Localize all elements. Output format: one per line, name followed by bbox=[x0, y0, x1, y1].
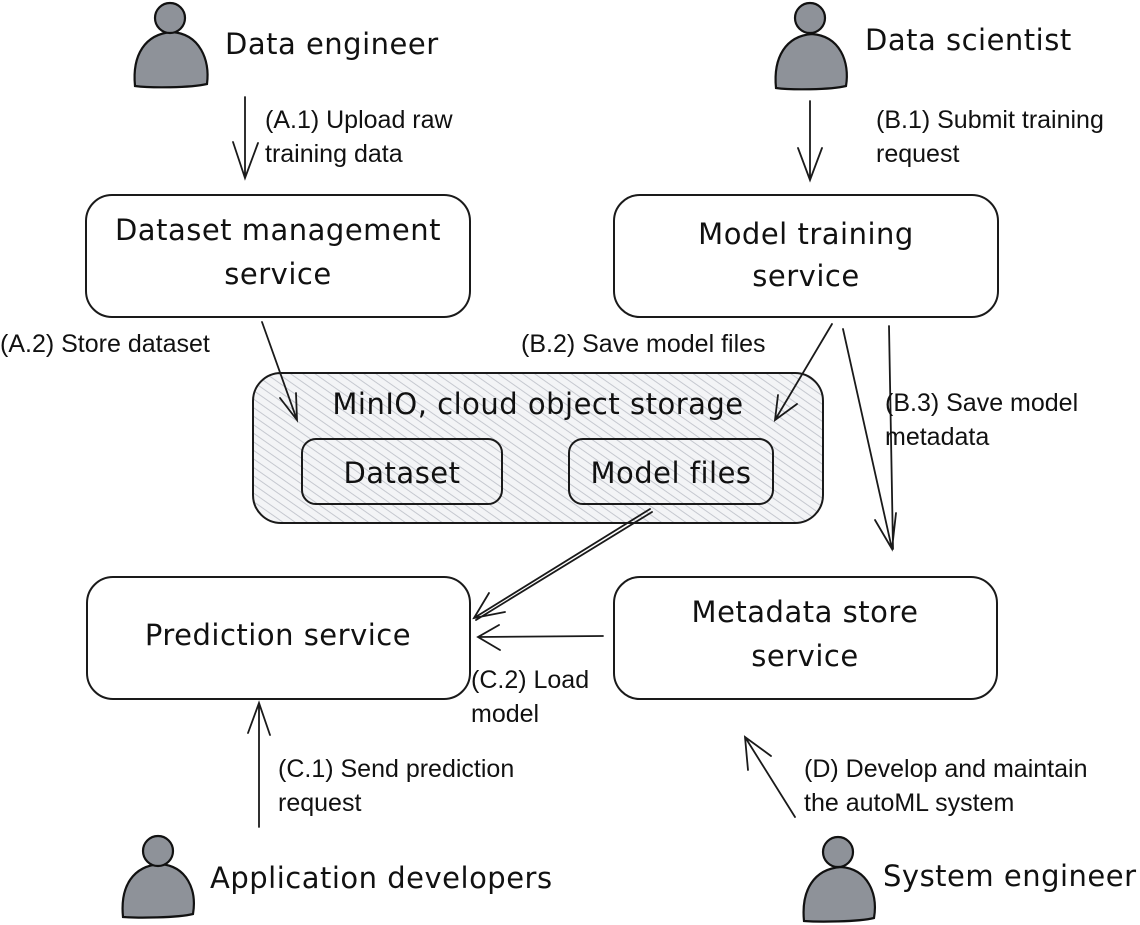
flow-label-b1: (B.1) Submit training request bbox=[876, 106, 1104, 168]
svg-text:the autoML system: the autoML system bbox=[804, 789, 1014, 817]
dataset-bucket: Dataset bbox=[301, 438, 503, 505]
flow-label-b2: (B.2) Save model files bbox=[521, 330, 766, 358]
actor-label: Application developers bbox=[210, 861, 553, 895]
service-label-line1: Model training bbox=[698, 217, 914, 251]
svg-text:(D) Develop and maintain: (D) Develop and maintain bbox=[804, 755, 1087, 783]
arrow-b2 bbox=[773, 323, 833, 422]
bucket-label: Dataset bbox=[343, 456, 460, 490]
flow-label-a1: (A.1) Upload raw training data bbox=[265, 106, 454, 168]
flow-label-c2: (C.2) Load model bbox=[471, 666, 589, 728]
svg-text:(C.2) Load: (C.2) Load bbox=[471, 666, 589, 694]
model-files-bucket: Model files bbox=[568, 438, 774, 505]
service-label-line2: service bbox=[224, 257, 331, 291]
metadata-store-service: Metadata store service bbox=[613, 576, 998, 700]
svg-text:training data: training data bbox=[265, 140, 403, 168]
actor-system-engineer: System engineer bbox=[802, 835, 1137, 923]
arrow-b3 bbox=[842, 325, 897, 552]
prediction-service: Prediction service bbox=[86, 576, 471, 700]
actor-label: System engineer bbox=[883, 859, 1137, 893]
person-icon bbox=[802, 835, 876, 923]
service-label: Prediction service bbox=[145, 618, 411, 652]
model-training-service: Model training service bbox=[613, 194, 999, 318]
arrow-model-files-to-prediction bbox=[472, 508, 653, 621]
arrow-a1 bbox=[232, 96, 259, 181]
storage-title: MinIO, cloud object storage bbox=[332, 387, 743, 421]
arrow-d bbox=[743, 735, 796, 818]
flow-label-b3: (B.3) Save model metadata bbox=[885, 389, 1078, 451]
actor-label: Data scientist bbox=[865, 23, 1072, 57]
actor-data-engineer: Data engineer bbox=[133, 1, 439, 89]
service-label-line2: service bbox=[751, 639, 858, 673]
minio-object-storage: MinIO, cloud object storage Dataset Mode… bbox=[252, 372, 824, 524]
flow-label-c1: (C.1) Send prediction request bbox=[278, 755, 514, 817]
dataset-management-service: Dataset management service bbox=[85, 194, 471, 318]
svg-text:(C.1) Send prediction: (C.1) Send prediction bbox=[278, 755, 514, 783]
flow-label-d: (D) Develop and maintain the autoML syst… bbox=[804, 755, 1087, 817]
service-label-line2: service bbox=[752, 259, 859, 293]
arrow-c2 bbox=[476, 624, 604, 651]
person-icon bbox=[121, 834, 195, 919]
svg-text:request: request bbox=[876, 140, 959, 168]
svg-text:model: model bbox=[471, 700, 539, 728]
arrow-a2 bbox=[261, 321, 299, 423]
svg-text:(B.1) Submit training: (B.1) Submit training bbox=[876, 106, 1104, 134]
service-label-line1: Dataset management bbox=[115, 213, 441, 247]
svg-text:metadata: metadata bbox=[885, 423, 989, 451]
svg-text:(A.1) Upload raw: (A.1) Upload raw bbox=[265, 106, 454, 134]
flow-label-a2: (A.2) Store dataset bbox=[0, 330, 210, 358]
arrow-c1 bbox=[247, 700, 271, 828]
svg-text:(B.3) Save model: (B.3) Save model bbox=[885, 389, 1078, 417]
person-icon bbox=[774, 1, 848, 91]
person-icon bbox=[133, 1, 209, 89]
actor-application-developers: Application developers bbox=[121, 834, 553, 919]
bucket-label: Model files bbox=[590, 456, 751, 490]
svg-text:request: request bbox=[278, 789, 361, 817]
service-label-line1: Metadata store bbox=[692, 595, 919, 629]
arrow-b1 bbox=[797, 100, 823, 183]
actor-data-scientist: Data scientist bbox=[774, 1, 1072, 91]
actor-label: Data engineer bbox=[225, 27, 439, 61]
